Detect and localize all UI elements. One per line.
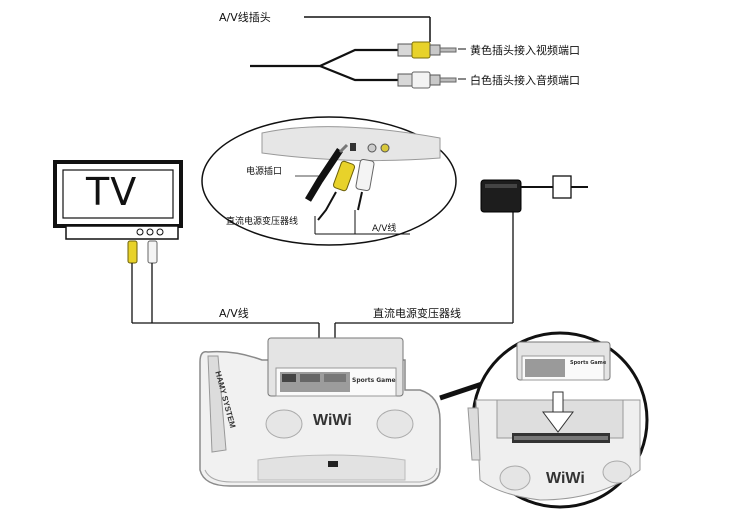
back-panel-inset	[201, 116, 457, 246]
dc-adapter-inset-label: 直流电源变压器线	[226, 217, 299, 227]
tv-icon	[53, 160, 183, 240]
tv-plugs-icon	[127, 240, 158, 323]
inset-white-plug-icon	[355, 158, 375, 211]
av-plug-label: A/V线插头	[219, 11, 271, 24]
inset-brand: WiWi	[546, 470, 585, 487]
power-socket-label: 电源插口	[246, 167, 283, 177]
dc-adapter-cable-label: 直流电源变压器线	[373, 307, 461, 320]
power-adapter-icon	[480, 175, 588, 213]
av-cable-top	[250, 16, 466, 89]
connection-lines	[132, 212, 514, 340]
yellow-plug-label: 黄色插头接入视频端口	[470, 44, 580, 57]
tv-label: TV	[86, 170, 138, 214]
console-brand: WiWi	[313, 412, 352, 429]
inset-yellow-plug-icon	[317, 160, 356, 221]
white-plug-icon	[397, 71, 457, 89]
down-arrow-icon	[542, 391, 574, 433]
cartridge-slot-inset	[439, 331, 649, 509]
white-plug-label: 白色插头接入音频端口	[470, 74, 580, 87]
power-plug-icon	[304, 143, 349, 202]
yellow-plug-icon	[397, 41, 457, 59]
console-cartridge-label: Sports Game	[352, 377, 396, 384]
av-cable-label: A/V线	[219, 307, 249, 320]
console-icon	[199, 337, 441, 487]
inset-cartridge-label: Sports Game	[570, 360, 607, 366]
av-cable-inset-label: A/V线	[372, 224, 397, 234]
